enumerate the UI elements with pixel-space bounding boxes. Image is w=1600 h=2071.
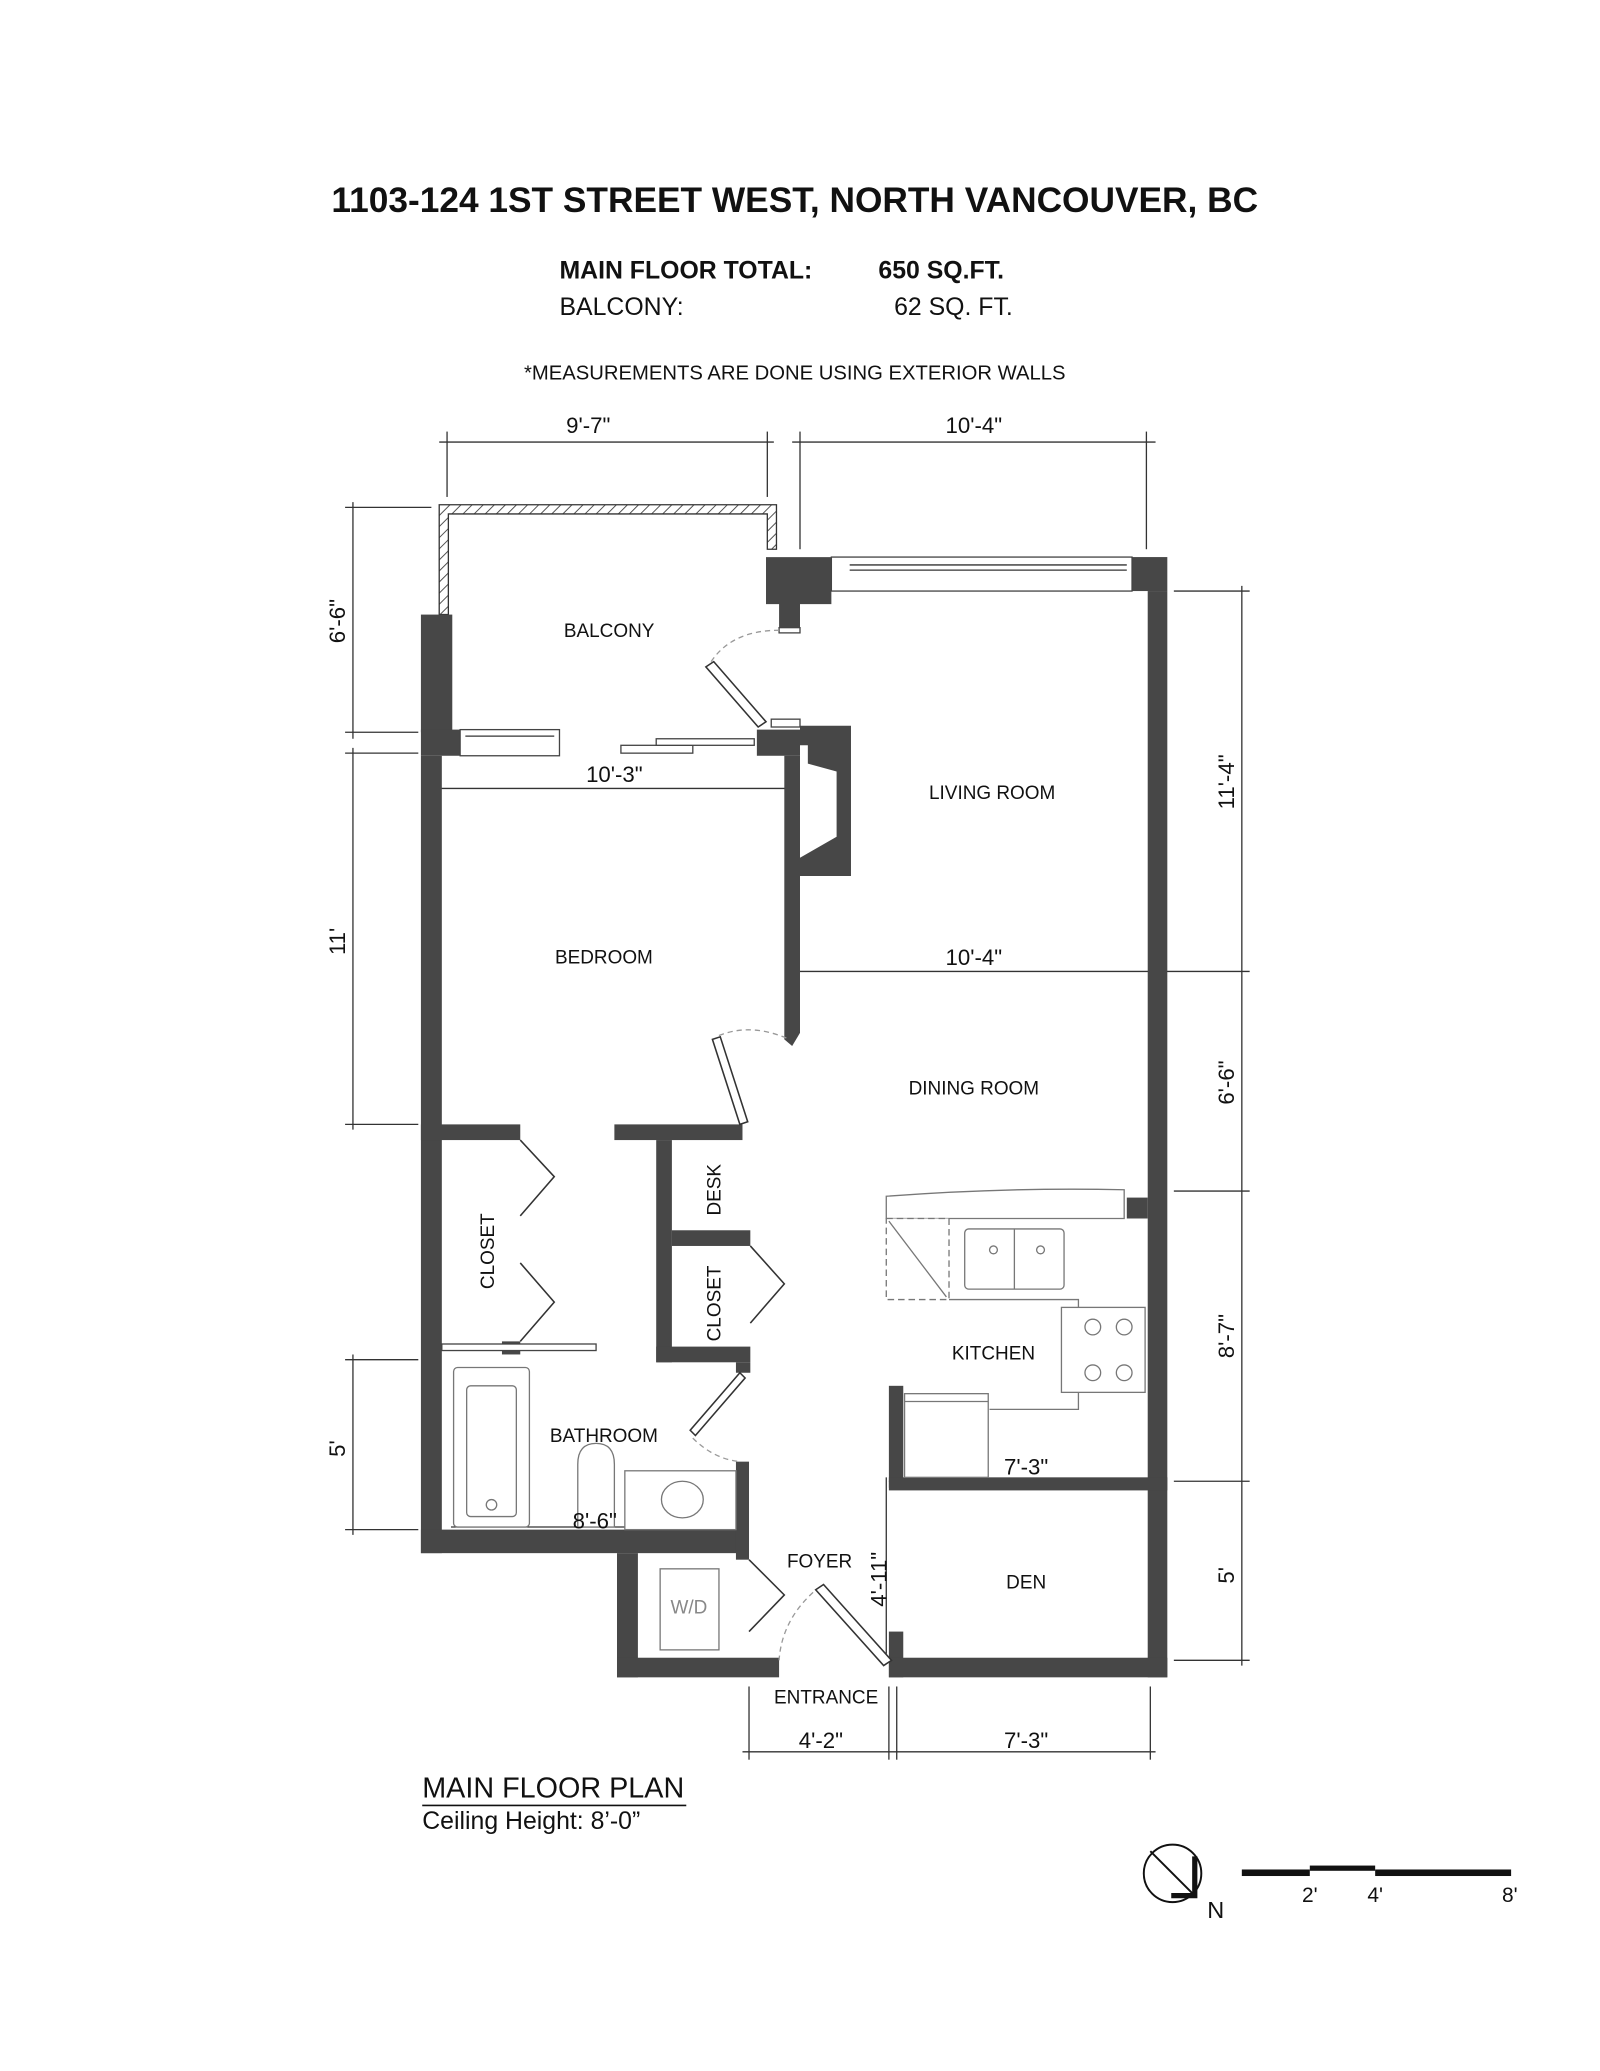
main-floor-value: 650 SQ.FT. [878,258,1004,285]
dim-living-width: 10'-4" [946,945,1003,970]
balcony-area-label: BALCONY: [559,294,683,321]
balcony-area-value: 62 SQ. FT. [894,294,1013,321]
scale-label-8: 8' [1502,1884,1518,1907]
dim-bedroom-width: 10'-3" [586,762,643,787]
room-label-entrance: ENTRANCE [774,1687,878,1708]
room-label-closet-bedroom: CLOSET [478,1213,499,1289]
dim-living-depth: 11'-4" [1214,754,1239,809]
plan-title: MAIN FLOOR PLAN [422,1773,684,1805]
dim-den-depth: 5' [1214,1567,1239,1584]
toilet [577,1442,616,1528]
dim-foyer-width: 4'-2" [799,1728,843,1753]
sink-icon [660,1480,704,1519]
dim-den-width: 7'-3" [1004,1728,1048,1753]
room-label-den: DEN [1006,1572,1046,1593]
dim-foyer-depth: 4'-11" [866,1552,891,1607]
room-label-balcony: BALCONY [564,621,655,642]
dim-living-top-width: 10'-4" [946,413,1003,438]
scale-label-2: 2' [1302,1884,1318,1907]
ceiling-height: Ceiling Height: 8’-0” [422,1808,640,1835]
room-label-wd: W/D [670,1597,707,1618]
dim-dining-depth: 6'-6" [1214,1060,1239,1104]
dim-bath-depth: 5' [325,1440,350,1457]
dim-balcony-width: 9'-7" [566,413,610,438]
room-label-foyer: FOYER [787,1552,852,1573]
scale-bar [1241,1865,1512,1877]
dim-balcony-depth: 6'-6" [325,599,350,643]
scale-label-4: 4' [1367,1884,1383,1907]
room-label-bathroom: BATHROOM [550,1426,658,1447]
dim-bedroom-depth: 11' [325,928,350,955]
room-label-living-room: LIVING ROOM [929,783,1055,804]
room-label-desk: DESK [704,1164,725,1216]
fixtures [452,1188,1146,1651]
north-label: N [1207,1897,1224,1923]
fridge [903,1393,989,1478]
property-address-title: 1103-124 1ST STREET WEST, NORTH VANCOUVE… [331,181,1258,220]
dim-kitchen-width: 7'-3" [1004,1455,1048,1480]
main-floor-label: MAIN FLOOR TOTAL: [559,258,812,285]
room-label-kitchen: KITCHEN [952,1344,1035,1365]
room-label-bedroom: BEDROOM [555,948,653,969]
washer-dryer [659,1568,720,1651]
doors [519,629,893,1667]
north-arrow-icon [1142,1843,1203,1904]
room-label-closet-hall: CLOSET [704,1265,725,1341]
dim-bath-width: 8'-6" [573,1508,617,1533]
dim-kitchen-depth: 8'-7" [1214,1314,1239,1358]
balcony-railing [438,504,778,616]
walls [420,557,1168,1678]
stove [1060,1306,1146,1394]
windows [441,556,1133,1352]
counter-bar [885,1188,1125,1220]
room-label-dining-room: DINING ROOM [909,1078,1039,1099]
measurement-note: *MEASUREMENTS ARE DONE USING EXTERIOR WA… [524,362,1066,384]
